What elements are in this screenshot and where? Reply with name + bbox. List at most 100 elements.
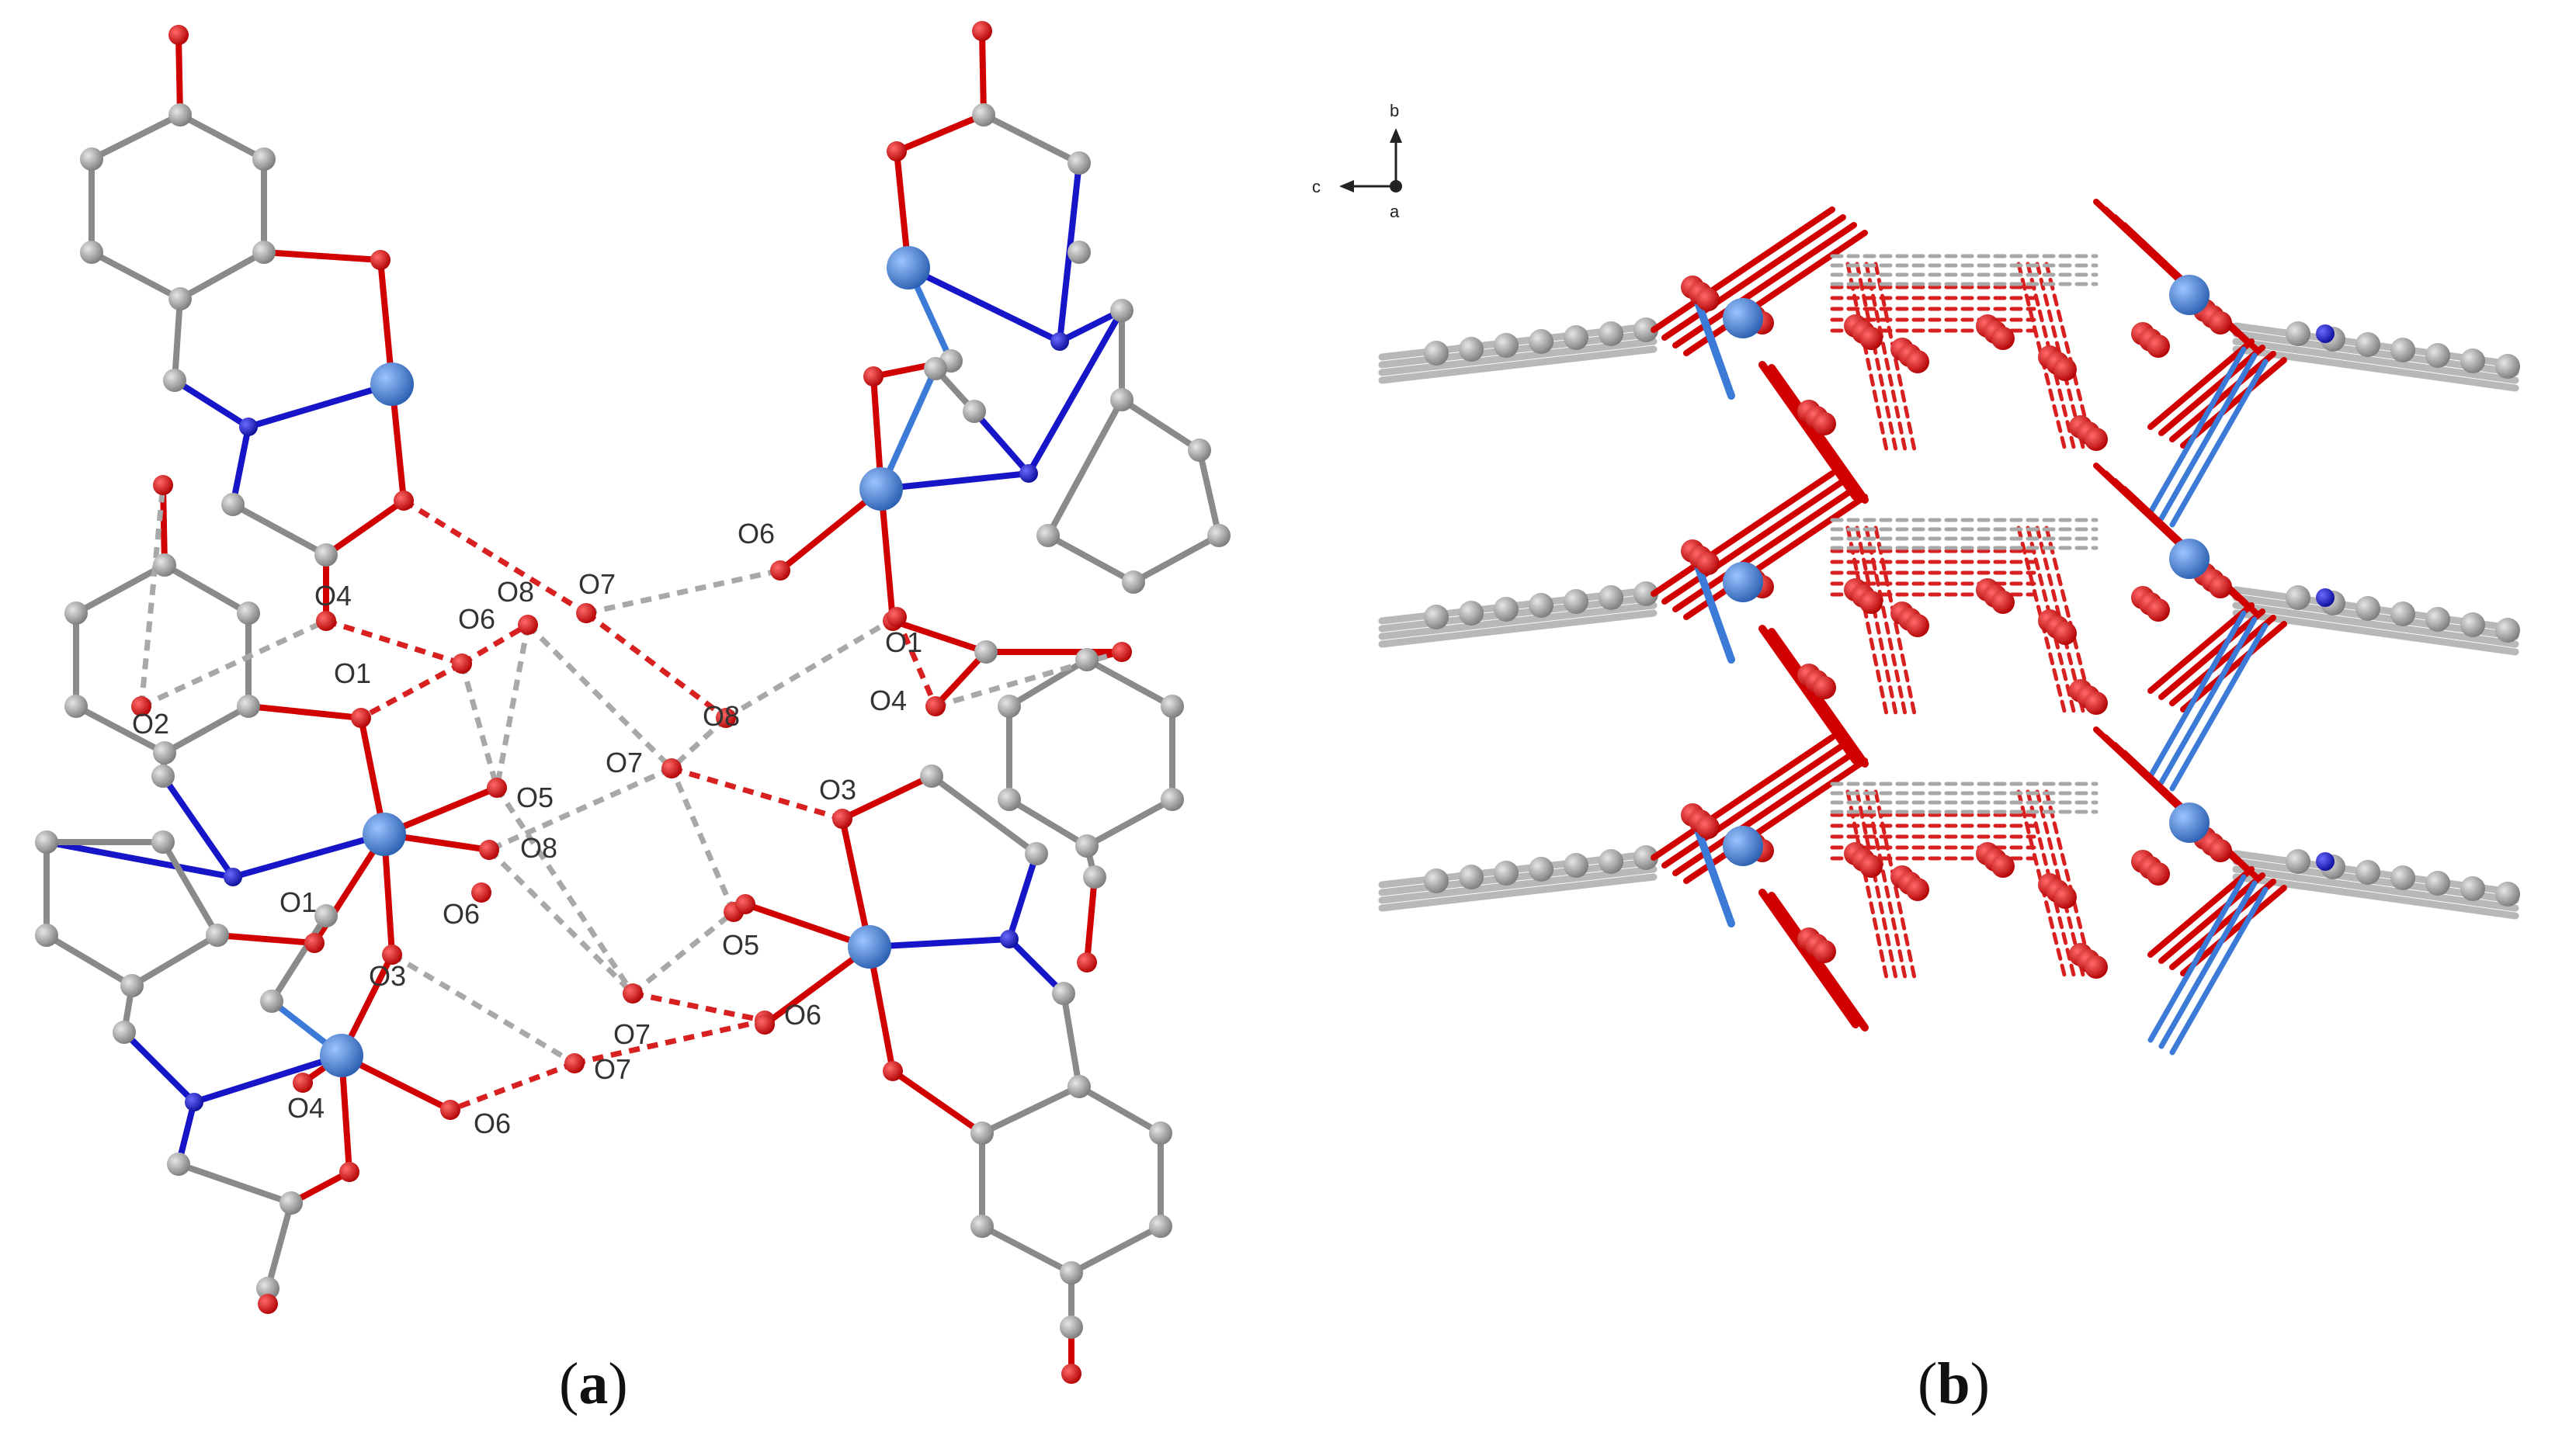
carbon-atom [1459,601,1484,626]
carbon-atom [1633,317,1658,342]
atom-label: O4 [314,580,352,612]
carbon-atom [1599,849,1623,874]
oxygen-atom [863,366,884,387]
hydrogen-bond [584,611,728,720]
nitrogen-atom [2316,588,2335,607]
oxygen-atom [304,933,325,953]
oxygen-atom [394,491,414,511]
carbon-atom [1424,605,1449,629]
carbon-atom [2390,865,2415,890]
carbon-atom [1494,861,1519,886]
oxygen-atom [1112,642,1132,662]
oxygen-atom [2147,862,2170,886]
bond [230,424,252,508]
metal-bond [2158,352,2258,522]
atoms [35,21,1231,1384]
bond [214,932,318,946]
bond [932,649,989,709]
oxygen-atom [316,611,336,631]
caption-letter-a: a [578,1351,609,1416]
bond [979,1083,1082,1136]
carbon-atom [2355,596,2380,621]
ring-bond [2232,609,2519,656]
oxygen-atom [1813,676,1836,699]
oxygen-atom [1991,855,2015,878]
bond [1006,936,1067,997]
ring-bond [1378,865,1658,904]
nitrogen-atom [239,418,258,436]
carbon-atom [1459,337,1484,362]
carbon-atom [260,990,283,1013]
atom-label: O8 [520,832,557,864]
atom-label: O7 [594,1053,631,1085]
a-axis-dot [1390,180,1402,192]
hydrogen-bond [1864,262,1908,452]
hydrogen-bond [671,765,843,822]
bond [742,901,873,950]
hydrogen-bond [574,1017,765,1066]
carbon-atom [1207,524,1231,547]
axis-indicator: b c a [1312,101,1402,221]
oxygen-bond [2180,885,2287,976]
bond [905,265,1063,345]
hydrogen-bond [894,615,939,708]
atom-labels: O4 O8 O7 O6 O6 O1 O1 O2 O8 O4 O7 O3 O5 O… [132,518,922,1139]
metal-atom [887,246,930,289]
nitrogen-atom [1050,332,1069,351]
oxygen-bond [2180,357,2287,449]
carbon-atom [35,830,58,854]
hydrogen-bond [2044,525,2095,716]
hydrogen-bond [1855,789,1898,980]
oxygen-bond [2158,872,2265,964]
oxygen-atom [1859,591,1883,614]
oxygen-atom [1906,350,1929,373]
bond [177,249,267,302]
oxygen-bond [2147,866,2255,958]
bond [1119,397,1203,453]
metal-bond [2147,346,2247,515]
oxygen-atom [770,560,790,581]
packing-layer [1378,726,2520,1056]
carbon-atom [1068,151,1091,175]
carbon-atom [1564,853,1588,878]
hydrogen-bond [632,990,765,1024]
oxygen-atom [564,1053,585,1073]
oxygen-atom [153,475,173,495]
nitrogen-atom [1019,464,1038,483]
ring-bond [1378,609,1658,648]
hydrogen-bond [138,484,166,707]
bond [175,32,183,118]
carbon-atom [1149,1215,1172,1238]
hydrogen-bond [140,618,328,709]
atom-label: O3 [819,774,856,806]
oxygen-bond [1768,892,1869,1031]
atom-label: O6 [458,603,495,635]
carbon-atom [168,103,192,127]
carbon-atom [2460,612,2485,637]
oxygen-atom [925,696,946,716]
bond [1045,532,1137,585]
bond [73,703,168,756]
carbon-atom [2286,849,2310,874]
carbon-atom [972,103,995,127]
oxygen-atom [440,1100,460,1120]
oxygen-atom [755,1014,775,1035]
oxygen-atom [623,983,643,1004]
bond [177,112,267,162]
ring-bond [2232,865,2519,912]
metal-atom [363,813,406,856]
bond [839,816,873,950]
metal-atom [370,362,414,406]
oxygen-atom [487,778,507,798]
carbon-atom [168,287,192,310]
c-axis-label: c [1312,177,1321,196]
metal-atom [2169,275,2210,315]
carbon-atom [237,601,260,625]
oxygen-atom [2209,575,2232,598]
hydrogen-bond [1845,525,1889,716]
hydrogen-bond [1864,789,1908,980]
hydrogen-bond [668,767,737,913]
oxygen-atom [972,21,992,41]
oxygen-bond [1768,364,1869,504]
oxygen-bond [2158,345,2265,436]
